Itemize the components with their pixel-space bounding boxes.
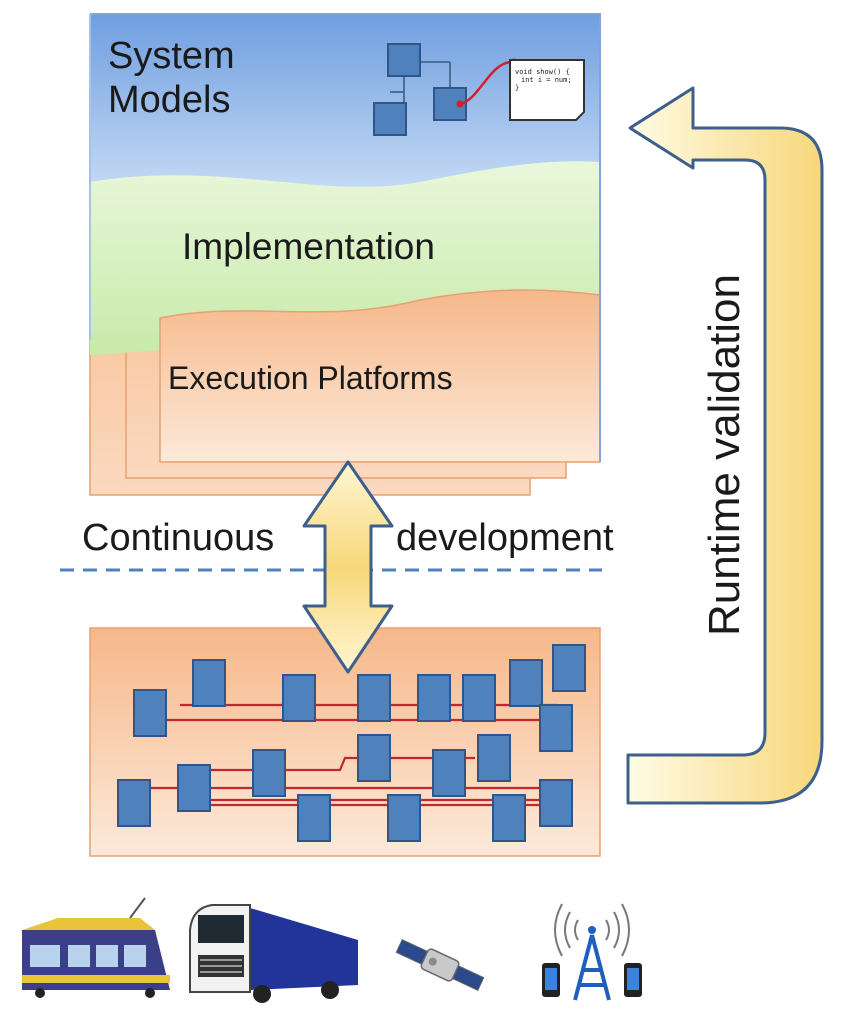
- runtime-validation-arrow: [626, 86, 824, 805]
- continuous-development-arrow: [302, 460, 394, 674]
- node: [387, 794, 421, 842]
- node: [117, 779, 151, 827]
- layer-stack: [89, 13, 601, 496]
- node: [297, 794, 331, 842]
- tram-icon: [22, 897, 170, 998]
- satellite-icon: [395, 938, 485, 992]
- layer-frame: [90, 13, 601, 462]
- node: [432, 749, 466, 797]
- node: [539, 704, 573, 752]
- node: [539, 779, 573, 827]
- node: [357, 674, 391, 722]
- implementation-label: Implementation: [182, 226, 435, 267]
- development-label: development: [396, 517, 614, 559]
- node: [252, 749, 286, 797]
- system-models-layer: [90, 14, 600, 187]
- node: [462, 674, 496, 722]
- processing-nodes: [117, 644, 586, 842]
- node: [192, 659, 226, 707]
- truck-icon: [189, 904, 358, 1003]
- node: [492, 794, 526, 842]
- cell-tower-icon: [542, 903, 642, 1001]
- code-document-icon: [509, 59, 585, 121]
- execution-platforms-label: Execution Platforms: [168, 360, 453, 396]
- runtime-validation-label: Runtime validation: [700, 274, 749, 636]
- model-diagram-icon: void show() { int i = num; }: [373, 43, 585, 136]
- continuous-label: Continuous: [82, 517, 275, 559]
- node: [477, 734, 511, 782]
- system-models-label: System Models: [108, 35, 235, 121]
- node: [133, 689, 167, 737]
- node: [417, 674, 451, 722]
- node: [552, 644, 586, 692]
- node: [357, 734, 391, 782]
- node: [177, 764, 211, 812]
- code-snippet: void show() { int i = num; }: [515, 68, 576, 92]
- node: [282, 674, 316, 722]
- node: [509, 659, 543, 707]
- execution-card-front: [159, 289, 601, 463]
